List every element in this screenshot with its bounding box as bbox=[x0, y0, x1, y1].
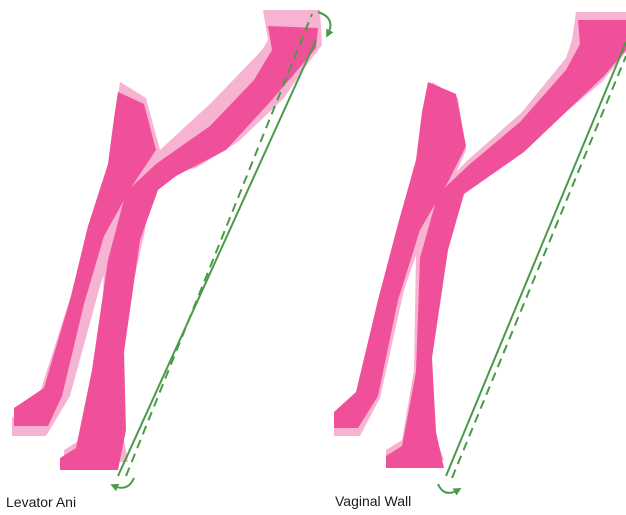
panel-label-vaginal-wall: Vaginal Wall bbox=[335, 493, 411, 509]
panel-levator-ani bbox=[12, 10, 330, 488]
panel-label-levator-ani: Levator Ani bbox=[6, 494, 76, 510]
reference-line-dashed bbox=[126, 14, 312, 476]
rotation-arrow-bottom bbox=[438, 484, 458, 493]
rotation-arrow-bottom bbox=[114, 478, 134, 488]
panel-vaginal-wall bbox=[334, 12, 626, 493]
